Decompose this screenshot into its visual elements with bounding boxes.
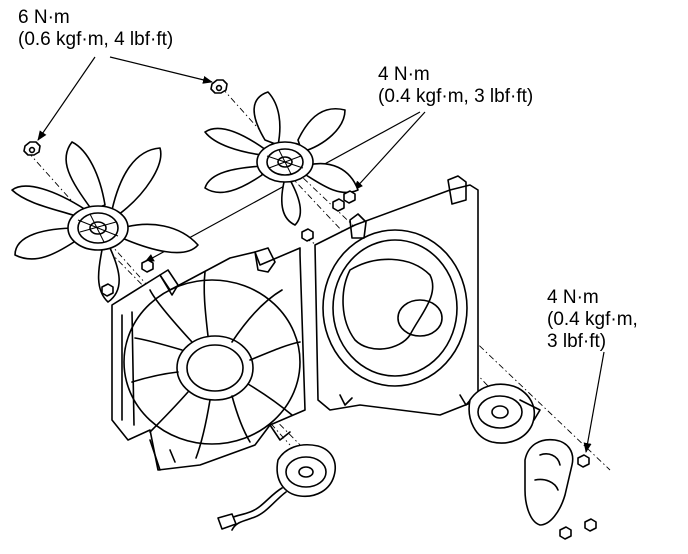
torque-value-alt-units: (0.4 kgf·m, 3 lbf·ft): [378, 86, 534, 107]
bolts: [101, 190, 597, 540]
torque-value-nm: 4 N·m: [547, 287, 599, 308]
motor-bracket: [524, 438, 574, 526]
right-fan-blade: [204, 91, 359, 226]
torque-value-alt-units-lbf: 3 lbf·ft): [547, 331, 607, 352]
right-fan-shroud: [314, 175, 479, 416]
left-fan-shroud: [111, 247, 306, 471]
torque-value-nm: 6 N·m: [18, 7, 70, 28]
torque-callout-shroud-bolt: 4 N·m (0.4 kgf·m, 3 lbf·ft): [378, 64, 533, 108]
torque-callout-fan-nut: 6 N·m (0.6 kgf·m, 4 lbf·ft): [18, 7, 173, 51]
left-fan-blade: [11, 141, 199, 303]
torque-callout-motor-bolt: 4 N·m (0.4 kgf·m, 3 lbf·ft): [547, 287, 638, 353]
torque-value-alt-units: (0.6 kgf·m, 4 lbf·ft): [18, 29, 174, 50]
left-fan-motor: [217, 444, 336, 531]
right-fan-motor: [468, 383, 541, 444]
torque-value-nm: 4 N·m: [378, 64, 430, 85]
fan-nuts: [23, 79, 228, 156]
torque-value-alt-units-kgf: (0.4 kgf·m,: [547, 309, 638, 330]
